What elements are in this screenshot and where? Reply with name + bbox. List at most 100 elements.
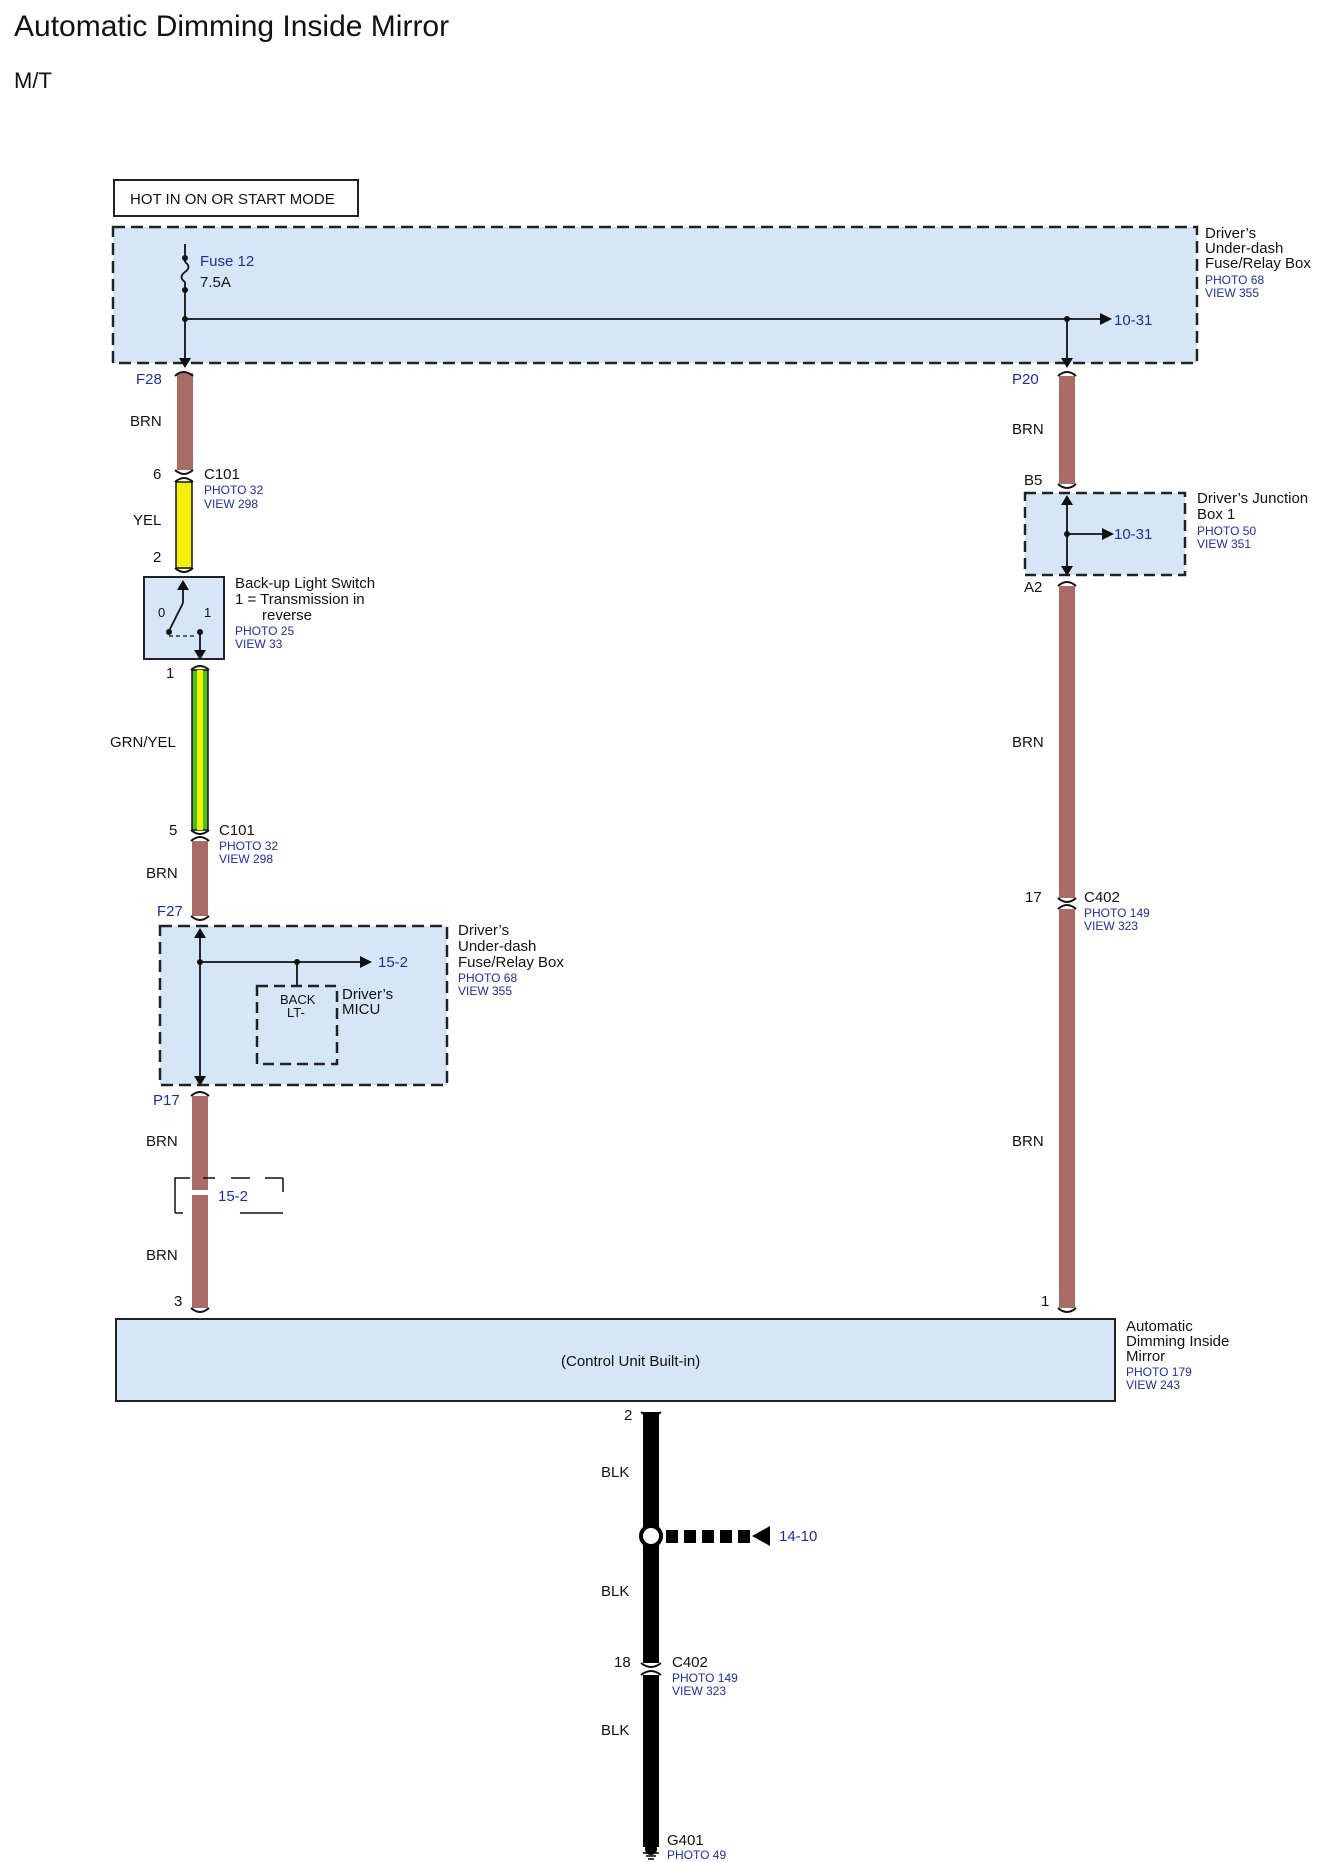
micu-label-2: LT- [287, 1005, 305, 1020]
wire-yel [175, 481, 193, 569]
hot-mode-label: HOT IN ON OR START MODE [130, 191, 335, 208]
c101-top-photo: PHOTO 32 [204, 483, 263, 497]
pin-p17: P17 [153, 1092, 180, 1109]
c101-bottom-name: C101 [219, 822, 255, 839]
wire-color-grn-yel: GRN/YEL [110, 734, 176, 751]
wire-color-brn-right-2: BRN [1012, 734, 1044, 751]
switch-view: VIEW 33 [235, 637, 283, 651]
c402-right-name: C402 [1084, 889, 1120, 906]
wire-color-blk-1: BLK [601, 1464, 629, 1481]
wire-color-brn-left-4: BRN [146, 1247, 178, 1264]
pin-p20: P20 [1012, 371, 1039, 388]
mirror-photo: PHOTO 179 [1126, 1365, 1192, 1379]
wire-brn-left-1 [177, 373, 193, 470]
wire-color-brn-left-1: BRN [130, 413, 162, 430]
mirror-pin-3: 3 [174, 1293, 182, 1310]
micu-name-2: MICU [342, 1001, 380, 1018]
mirror-pin-2: 2 [624, 1407, 632, 1424]
mirror-name-1: Automatic [1126, 1318, 1193, 1335]
ground-icon [643, 1843, 659, 1860]
fuse-box-top-name-3: Fuse/Relay Box [1205, 255, 1311, 272]
switch-name: Back-up Light Switch [235, 575, 375, 592]
fuse-box-top-label: Driver’s Under-dash Fuse/Relay Box PHOTO… [1205, 225, 1311, 300]
ground-photo: PHOTO 49 [667, 1848, 726, 1862]
wire-color-brn-left-2: BRN [146, 865, 178, 882]
switch-symbol [166, 580, 206, 660]
backup-light-switch-box [143, 576, 225, 660]
wire-brn-right-2 [1059, 586, 1075, 898]
pin-a2: A2 [1024, 579, 1042, 596]
wire-brn-right-3 [1059, 909, 1075, 1308]
splice-15-2 [174, 1177, 284, 1214]
c402-ground-name: C402 [672, 1654, 708, 1671]
auto-dimming-mirror-box [115, 1318, 1116, 1402]
wire-grn-yel-stripe [197, 670, 203, 830]
ground-name: G401 [667, 1832, 704, 1849]
fuse-box-mid-name-3: Fuse/Relay Box [458, 954, 564, 971]
switch-pos-1: 1 [204, 605, 211, 620]
ref-15-2-mid: 15-2 [378, 954, 408, 971]
fuse-box-mid-name-2: Under-dash [458, 938, 536, 955]
splice-ref-14-10: 14-10 [779, 1528, 817, 1545]
ref-10-31-top: 10-31 [1114, 312, 1152, 329]
splice-14-10 [639, 1524, 770, 1548]
fuse-box-top-name-2: Under-dash [1205, 240, 1283, 257]
fuse-box-top-name-1: Driver’s [1205, 225, 1256, 242]
c402-right-pin: 17 [1025, 889, 1042, 906]
splice-ref-15-2: 15-2 [218, 1188, 248, 1205]
fuse-name: Fuse 12 [200, 253, 254, 270]
pin-b5: B5 [1024, 472, 1042, 489]
junction-box-name-1: Driver’s Junction [1197, 490, 1308, 507]
switch-desc-2: reverse [262, 607, 312, 624]
fuse-box-mid-photo: PHOTO 68 [458, 971, 517, 985]
micu-label-1: BACK [280, 992, 316, 1007]
fuse-box-mid-name-1: Driver’s [458, 922, 509, 939]
page-subtitle: M/T [14, 68, 52, 93]
pin-f27: F27 [157, 903, 183, 920]
fuse-box-mid-view: VIEW 355 [458, 984, 512, 998]
switch-photo: PHOTO 25 [235, 624, 294, 638]
fuse-box-top-photo: PHOTO 68 [1205, 273, 1264, 287]
c101-top-view: VIEW 298 [204, 497, 258, 511]
c402-right-view: VIEW 323 [1084, 919, 1138, 933]
micu-name-1: Driver’s [342, 986, 393, 1003]
wire-color-yel: YEL [133, 512, 161, 529]
wire-color-brn-right-1: BRN [1012, 421, 1044, 438]
switch-desc-1: 1 = Transmission in [235, 591, 365, 608]
switch-pin-out: 1 [166, 665, 174, 682]
c101-top-pin-in: 6 [153, 466, 161, 483]
c101-bottom-pin: 5 [169, 822, 177, 839]
c101-top-pin-out: 2 [153, 549, 161, 566]
c402-ground-pin: 18 [614, 1654, 631, 1671]
fuse-box-top-view: VIEW 355 [1205, 286, 1259, 300]
wire-color-brn-right-3: BRN [1012, 1133, 1044, 1150]
junction-box-name-2: Box 1 [1197, 506, 1235, 523]
pin-f28: F28 [136, 371, 162, 388]
junction-box-view: VIEW 351 [1197, 537, 1251, 551]
c402-right-photo: PHOTO 149 [1084, 906, 1150, 920]
c402-ground-view: VIEW 323 [672, 1684, 726, 1698]
mirror-name-2: Dimming Inside [1126, 1333, 1229, 1350]
switch-pos-0: 0 [158, 605, 165, 620]
junction-box-wiring [1061, 495, 1114, 576]
c101-bottom-photo: PHOTO 32 [219, 839, 278, 853]
fuse-box-mid-wiring [194, 928, 372, 1086]
mirror-view: VIEW 243 [1126, 1378, 1180, 1392]
junction-box-photo: PHOTO 50 [1197, 524, 1256, 538]
c101-top-name: C101 [204, 466, 240, 483]
fuse-rating: 7.5A [200, 274, 231, 291]
c402-ground-photo: PHOTO 149 [672, 1671, 738, 1685]
hot-mode-box [113, 179, 359, 217]
wire-color-blk-2: BLK [601, 1583, 629, 1600]
wire-color-brn-left-3: BRN [146, 1133, 178, 1150]
mirror-name-3: Mirror [1126, 1348, 1165, 1365]
micu-box [255, 984, 339, 1066]
c101-bottom-view: VIEW 298 [219, 852, 273, 866]
wire-blk-3 [643, 1675, 659, 1847]
fuse-relay-box-top [111, 225, 1199, 365]
wire-brn-left-2 [192, 841, 208, 916]
mirror-pin-1: 1 [1041, 1293, 1049, 1310]
wire-brn-right-1 [1059, 376, 1075, 484]
fuse-12-symbol [179, 244, 1112, 368]
